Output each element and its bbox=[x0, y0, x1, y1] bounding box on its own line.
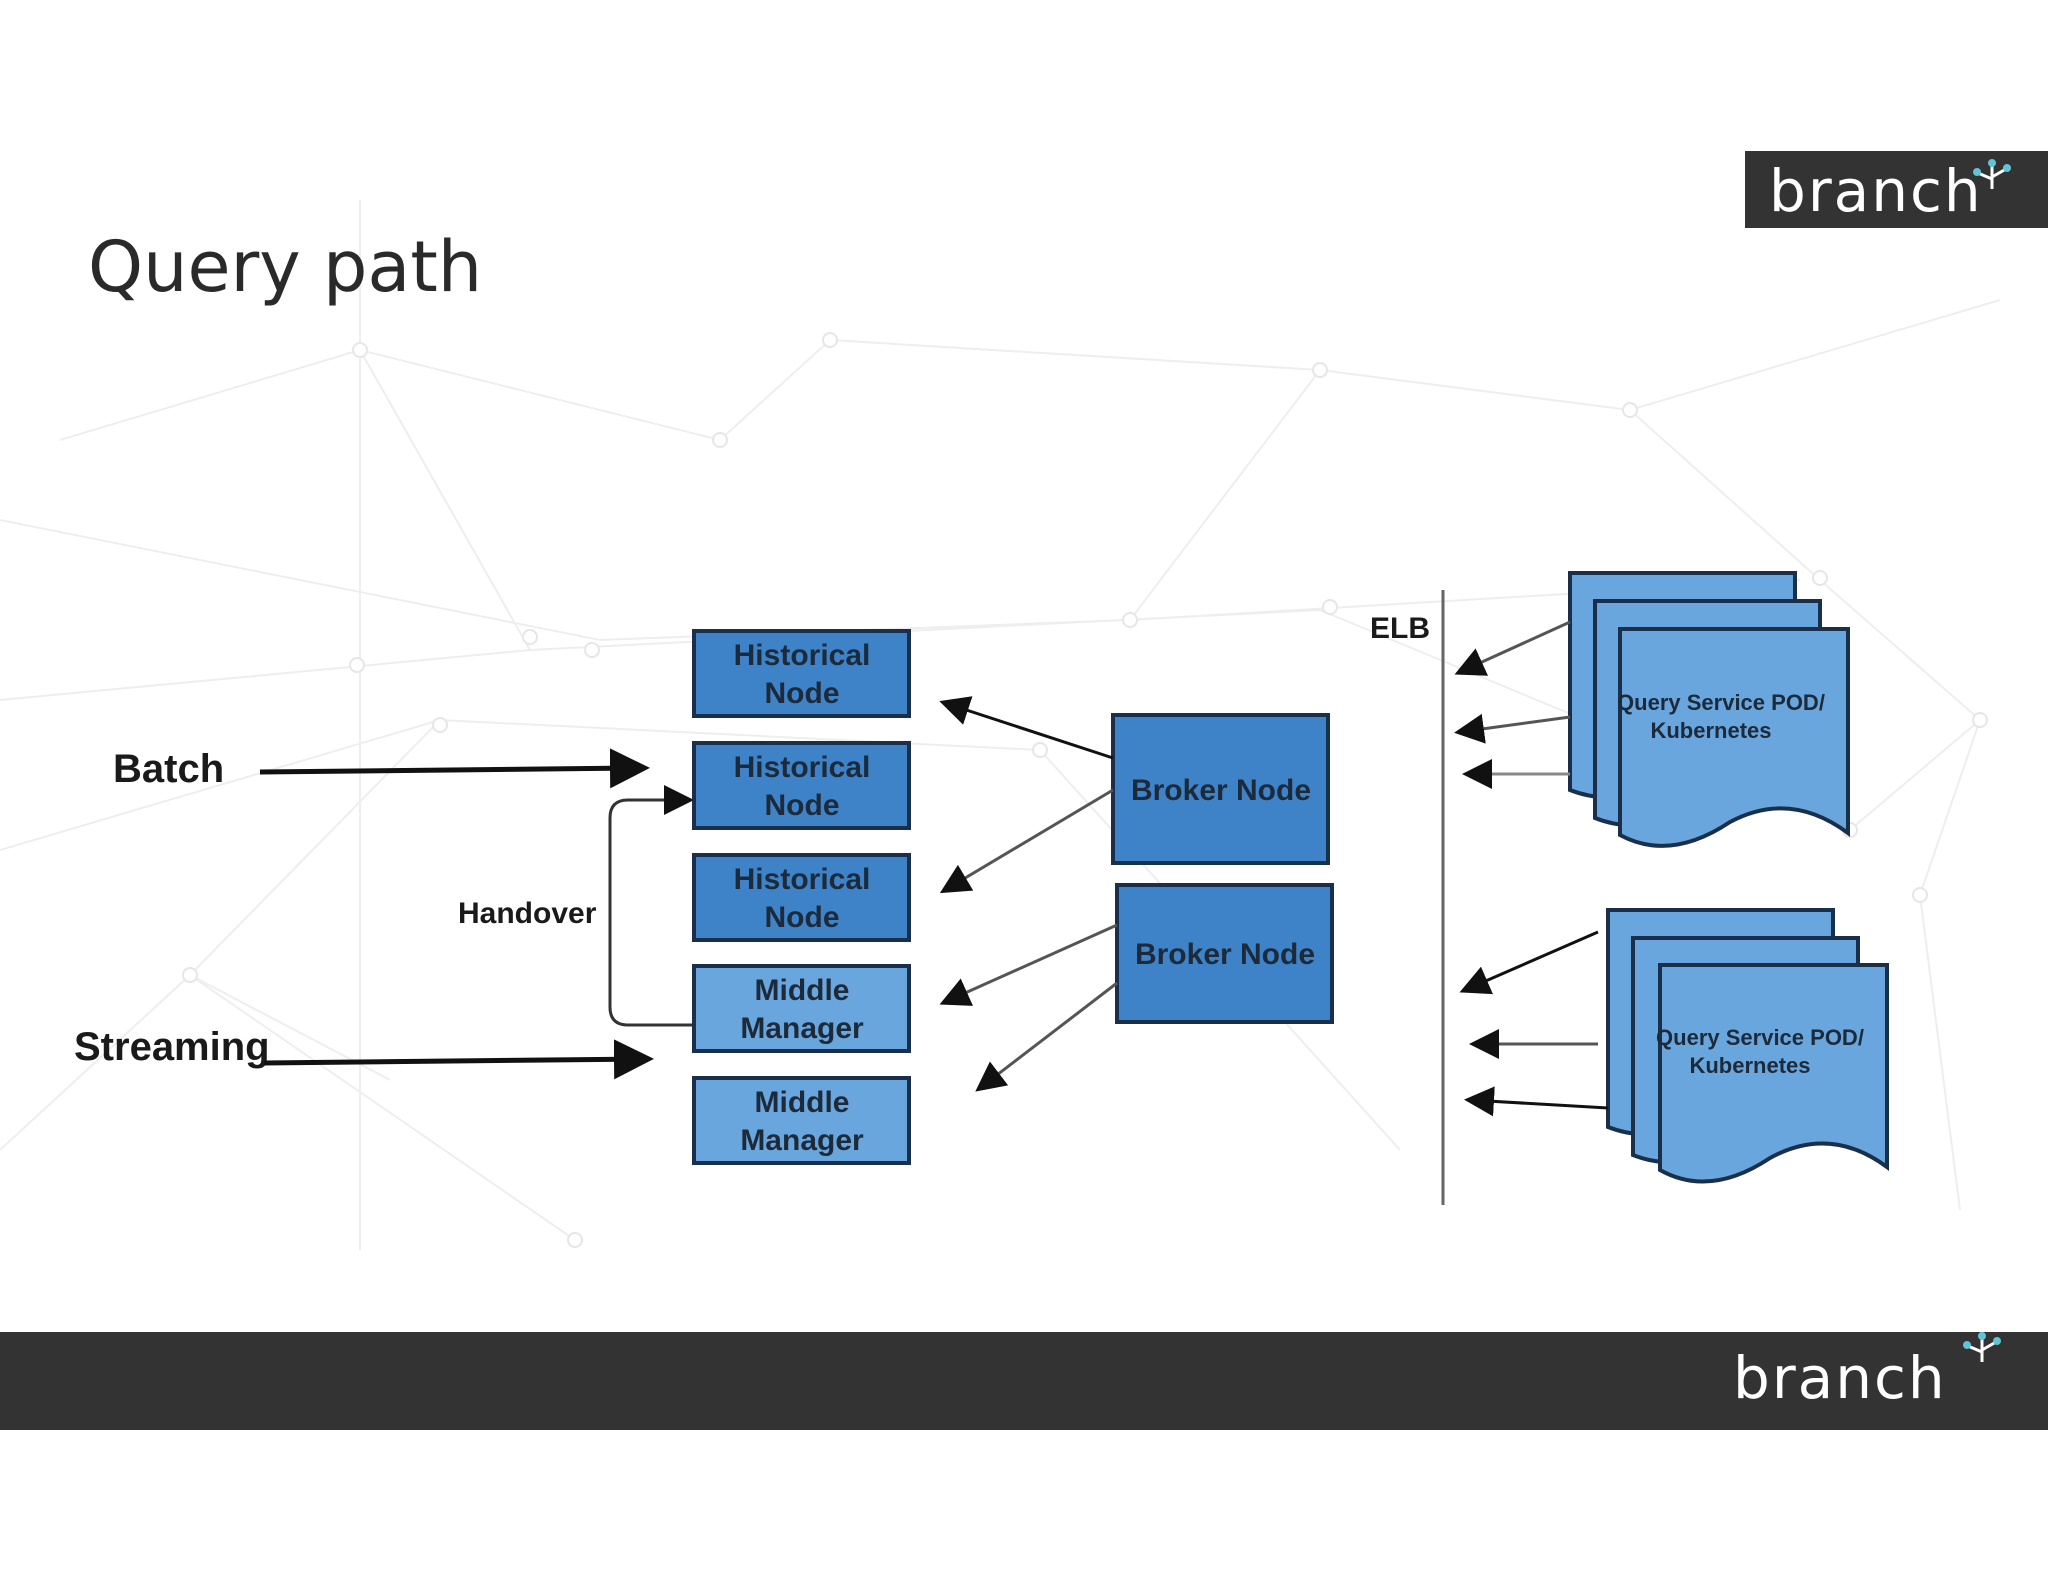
brand-logo-text: branch bbox=[1769, 157, 1983, 225]
broker2-to-middle2-arrow bbox=[975, 981, 1118, 1092]
historical-node-3-line2: Node bbox=[765, 901, 840, 934]
query-service-stack-2: Query Service POD/ Kubernetes bbox=[1606, 908, 1889, 1184]
middle-manager-2-line2: Manager bbox=[740, 1124, 864, 1157]
footer-leaf-icon bbox=[1963, 1332, 2001, 1362]
historical-node-2-line1: Historical bbox=[734, 751, 871, 784]
footer-bar: branch bbox=[0, 1332, 2048, 1430]
batch-label: Batch bbox=[113, 747, 224, 791]
streaming-label: Streaming bbox=[74, 1025, 270, 1069]
historical-node-2: Historical Node bbox=[692, 741, 911, 830]
query-service-stack-1: Query Service POD/ Kubernetes bbox=[1568, 571, 1850, 848]
historical-node-1: Historical Node bbox=[692, 629, 911, 718]
historical-node-2-line2: Node bbox=[765, 789, 840, 822]
broker-node-2: Broker Node bbox=[1115, 883, 1334, 1024]
slide-title: Query path bbox=[88, 226, 483, 308]
streaming-arrow bbox=[263, 1039, 654, 1080]
query-service-1-line1: Query Service POD/ bbox=[1617, 690, 1825, 715]
middle-manager-1-line2: Manager bbox=[740, 1012, 864, 1045]
middle-manager-1-line1: Middle bbox=[755, 974, 850, 1007]
historical-node-3-line1: Historical bbox=[734, 863, 871, 896]
footer-logo-text: branch bbox=[1733, 1344, 1947, 1412]
query-service-2-line2: Kubernetes bbox=[1689, 1053, 1810, 1078]
query-service-1-line2: Kubernetes bbox=[1650, 718, 1771, 743]
handover-connector bbox=[608, 785, 694, 1027]
historical-node-3: Historical Node bbox=[692, 853, 911, 942]
broker2-to-middle1-arrow bbox=[939, 923, 1118, 1006]
query-service-2-line1: Query Service POD/ bbox=[1656, 1025, 1864, 1050]
middle-manager-1: Middle Manager bbox=[692, 964, 911, 1053]
pod1-arrow-1 bbox=[1454, 620, 1571, 676]
leaf-icon bbox=[1973, 159, 2011, 189]
broker-node-1: Broker Node bbox=[1111, 713, 1330, 865]
elb-label: ELB bbox=[1370, 612, 1430, 645]
batch-arrow bbox=[259, 748, 650, 789]
handover-label: Handover bbox=[458, 897, 597, 930]
pod2-arrow-3 bbox=[1464, 1086, 1609, 1117]
pod1-arrow-2 bbox=[1454, 713, 1571, 744]
historical-node-1-line2: Node bbox=[765, 677, 840, 710]
brand-logo: branch bbox=[1745, 151, 2048, 228]
middle-manager-2: Middle Manager bbox=[692, 1076, 911, 1165]
broker-node-1-label: Broker Node bbox=[1131, 774, 1311, 807]
broker-node-2-label: Broker Node bbox=[1135, 938, 1315, 971]
middle-manager-2-line1: Middle bbox=[755, 1086, 850, 1119]
pod2-arrow-1 bbox=[1459, 930, 1599, 995]
broker1-to-historical1-arrow bbox=[939, 696, 1114, 760]
broker1-to-historical3-arrow bbox=[939, 788, 1114, 894]
historical-node-1-line1: Historical bbox=[734, 639, 871, 672]
